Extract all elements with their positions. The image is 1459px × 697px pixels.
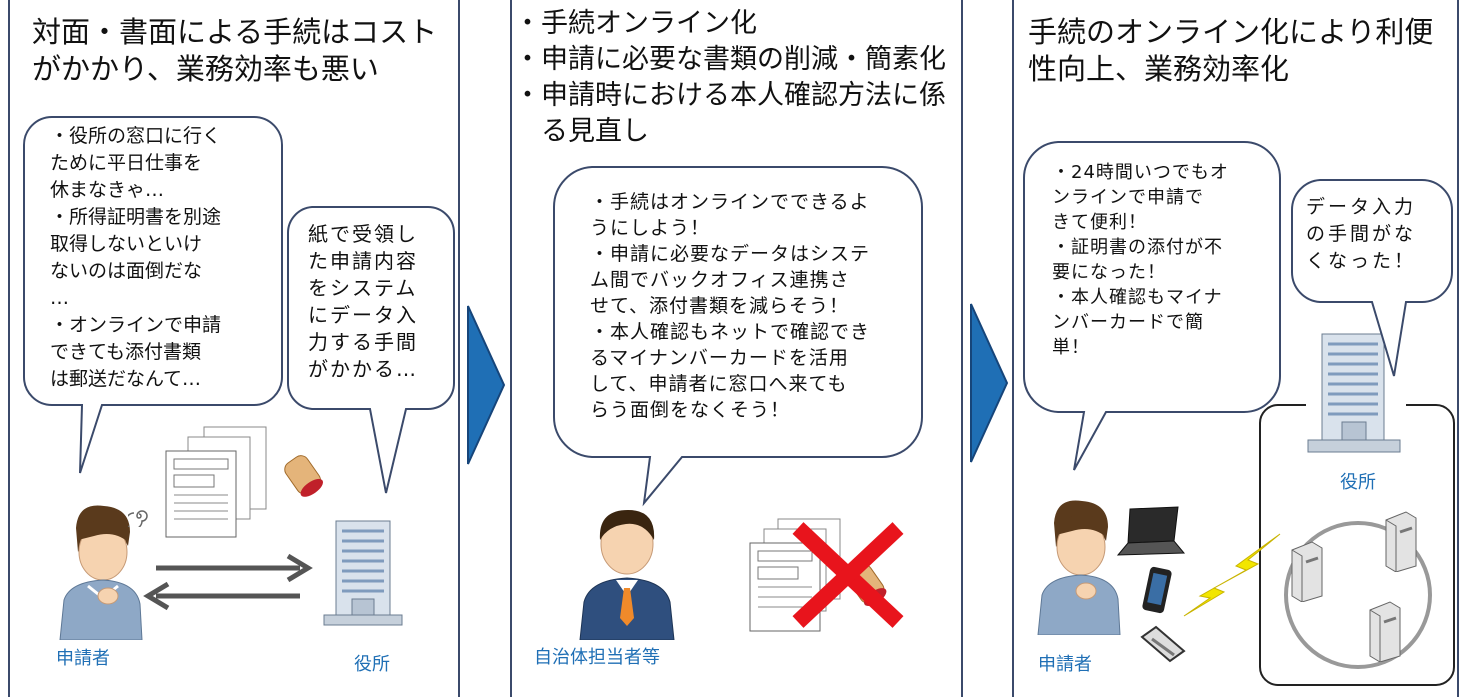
bubble-shape	[23, 116, 283, 474]
person-thinking-icon	[59, 505, 143, 640]
applicant-speech-bubble: ・役所の窓口に行く ために平日仕事を 休まなきゃ… ・所得証明書を別途 取得しな…	[22, 115, 284, 475]
next-step-arrow-icon	[970, 303, 1009, 463]
exchange-arrows-icon	[143, 553, 313, 611]
staff-bubble-text: ・手続はオンラインでできるよ うにしよう！ ・申請に必要なデータはシステ ム間で…	[590, 191, 871, 421]
staff-label: 自治体担当者等	[534, 647, 660, 668]
applicant-bubble-text: ・役所の窓口に行く ために平日仕事を 休まなきゃ… ・所得証明書を別途 取得しな…	[50, 125, 222, 390]
office-building-icon	[1307, 333, 1401, 453]
server-icon	[1291, 541, 1323, 602]
bubble-shape	[286, 206, 455, 494]
panel-2-title: ・手続オンライン化 ・申請に必要な書類の削減・簡素化 ・申請時における本人確認方…	[514, 8, 946, 147]
office-label: 役所	[1340, 472, 1376, 493]
documents-icon	[165, 426, 267, 538]
bubble-shape	[1022, 141, 1281, 471]
office-building-icon	[323, 520, 403, 626]
laptop-icon	[1116, 506, 1186, 556]
server-icon	[1385, 511, 1417, 572]
thinking-swirl-icon	[128, 510, 148, 527]
seal-stamp-icon	[284, 455, 323, 497]
applicant-label: 申請者	[56, 648, 110, 669]
panel-in-person: 対面・書面による手続はコスト がかかり、業務効率も悪い ・役所の窓口に行く ため…	[8, 0, 460, 697]
office-bubble-text: データ入力 の手間がな くなった！	[1306, 196, 1417, 272]
staff-speech-bubble: ・手続はオンラインでできるよ うにしよう！ ・申請に必要なデータはシステ ム間で…	[552, 165, 924, 507]
office-speech-bubble: データ入力 の手間がな くなった！	[1290, 178, 1454, 378]
next-step-arrow-icon	[467, 305, 506, 465]
smartphone-icon	[1142, 566, 1172, 614]
staff-person-icon	[579, 510, 675, 640]
panel-1-title: 対面・書面による手続はコスト がかかり、業務効率も悪い	[32, 15, 438, 86]
person-thinking-icon	[1037, 500, 1121, 635]
panel-3-title: 手続のオンライン化により利便 性向上、業務効率化	[1028, 15, 1434, 86]
applicant-speech-bubble: ・24時間いつでもオ ンラインで申請で きて便利！ ・証明書の添付が不 要になっ…	[1022, 140, 1282, 472]
panel-online-result: 手続のオンライン化により利便 性向上、業務効率化 ・24時間いつでもオ ンライン…	[1012, 0, 1459, 697]
applicant-label: 申請者	[1038, 654, 1092, 675]
office-speech-bubble: 紙で受領し た申請内容 をシステム にデータ入 力する手間 がかかる…	[286, 205, 458, 495]
bubble-shape	[552, 166, 923, 507]
lightning-icon	[1183, 533, 1281, 617]
server-icon	[1369, 601, 1401, 662]
card-icon	[1140, 625, 1186, 663]
bubble-shape	[1290, 179, 1453, 377]
red-cross-icon	[792, 522, 904, 628]
panel-online-plan: ・手続オンライン化 ・申請に必要な書類の削減・簡素化 ・申請時における本人確認方…	[510, 0, 963, 697]
office-bubble-text: 紙で受領し た申請内容 をシステム にデータ入 力する手間 がかかる…	[308, 222, 418, 381]
office-label: 役所	[354, 654, 390, 675]
network-box	[1259, 404, 1455, 686]
applicant-bubble-text: ・24時間いつでもオ ンラインで申請で きて便利！ ・証明書の添付が不 要になっ…	[1052, 162, 1229, 358]
